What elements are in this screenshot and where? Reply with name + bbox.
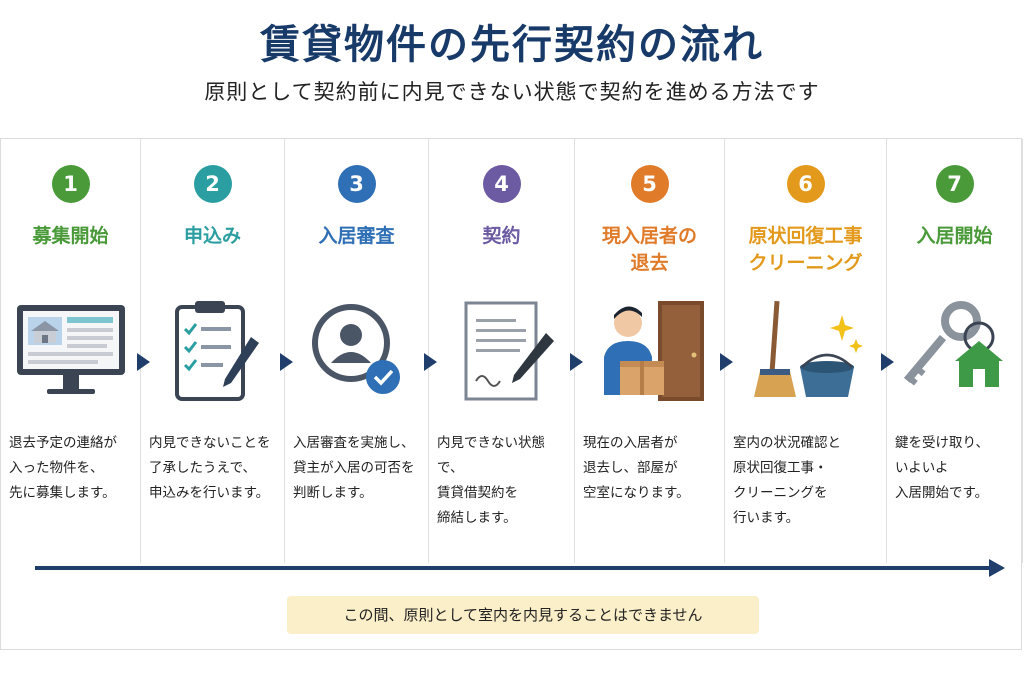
step-number-badge: 2 bbox=[193, 165, 232, 203]
step-description: 鍵を受け取り、 いよいよ 入居開始です。 bbox=[895, 435, 989, 501]
step-heading: 入居開始 bbox=[916, 225, 993, 247]
flow-arrow-icon bbox=[720, 353, 733, 371]
step-5: 5 現入居者の 退去 現在の入居者が 退去し、部屋が 空室になります。 bbox=[575, 139, 725, 563]
timeline-arrow-icon bbox=[989, 559, 1005, 577]
step-heading: 募集開始 bbox=[32, 225, 109, 247]
step-number-badge: 5 bbox=[630, 165, 669, 203]
step-heading: 現入居者の 退去 bbox=[601, 225, 697, 274]
flow-arrow-icon bbox=[280, 353, 293, 371]
step-6: 6 原状回復工事 クリーニング 室内の状況確認と 原状回復工事・ クリーニングを… bbox=[725, 139, 887, 563]
step-heading: 契約 bbox=[482, 225, 521, 247]
step-description: 内見できない状態で、 賃貸借契約を 締結します。 bbox=[437, 435, 545, 526]
timeline-line bbox=[35, 566, 991, 570]
step-number-badge: 6 bbox=[786, 165, 825, 203]
step-description: 入居審査を実施し、 貸主が入居の可否を 判断します。 bbox=[293, 435, 415, 501]
page-title: 賃貸物件の先行契約の流れ bbox=[260, 22, 764, 68]
step-heading: 原状回復工事 クリーニング bbox=[748, 225, 863, 274]
moving-out-person-icon bbox=[590, 297, 710, 407]
house-key-icon bbox=[895, 297, 1015, 407]
step-heading: 申込み bbox=[183, 225, 241, 247]
step-3: 3 入居審査 入居審査を実施し、 貸主が入居の可否を 判断します。 bbox=[285, 139, 429, 563]
step-number-badge: 3 bbox=[337, 165, 376, 203]
step-number-badge: 4 bbox=[482, 165, 521, 203]
step-description: 室内の状況確認と 原状回復工事・ クリーニングを 行います。 bbox=[733, 435, 841, 526]
clipboard-checklist-icon bbox=[153, 297, 273, 407]
page-subtitle: 原則として契約前に内見できない状態で契約を進める方法です bbox=[204, 80, 820, 104]
step-description: 内見できないことを 了承したうえで、 申込みを行います。 bbox=[149, 435, 271, 501]
user-approved-icon bbox=[297, 297, 417, 407]
flow-arrow-icon bbox=[424, 353, 437, 371]
step-heading: 入居審査 bbox=[318, 225, 395, 247]
flow-arrow-icon bbox=[881, 353, 894, 371]
flow-arrow-icon bbox=[137, 353, 150, 371]
contract-signing-icon bbox=[442, 297, 562, 407]
flow-arrow-icon bbox=[570, 353, 583, 371]
step-number-badge: 7 bbox=[935, 165, 974, 203]
flow-panel: 1 募集開始 退去予定の連絡が 入った物件を、 先に募集します。 bbox=[0, 138, 1023, 650]
step-4: 4 契約 内見できない状態で、 賃貸借契約を 締結します。 bbox=[429, 139, 575, 563]
step-description: 退去予定の連絡が 入った物件を、 先に募集します。 bbox=[9, 435, 117, 501]
step-2: 2 申込み 内見できないことを 了承したうえで、 申込みを行います。 bbox=[141, 139, 285, 563]
step-7: 7 入居開始 鍵を受け取り、 いよいよ 入居開始です。 bbox=[887, 139, 1023, 563]
step-description: 現在の入居者が 退去し、部屋が 空室になります。 bbox=[583, 435, 690, 501]
computer-monitor-icon bbox=[11, 297, 131, 407]
note-banner: この間、原則として室内を内見することはできません bbox=[287, 596, 759, 634]
broom-bucket-icon bbox=[746, 297, 866, 407]
step-number-badge: 1 bbox=[51, 165, 90, 203]
step-1: 1 募集開始 退去予定の連絡が 入った物件を、 先に募集します。 bbox=[1, 139, 141, 563]
